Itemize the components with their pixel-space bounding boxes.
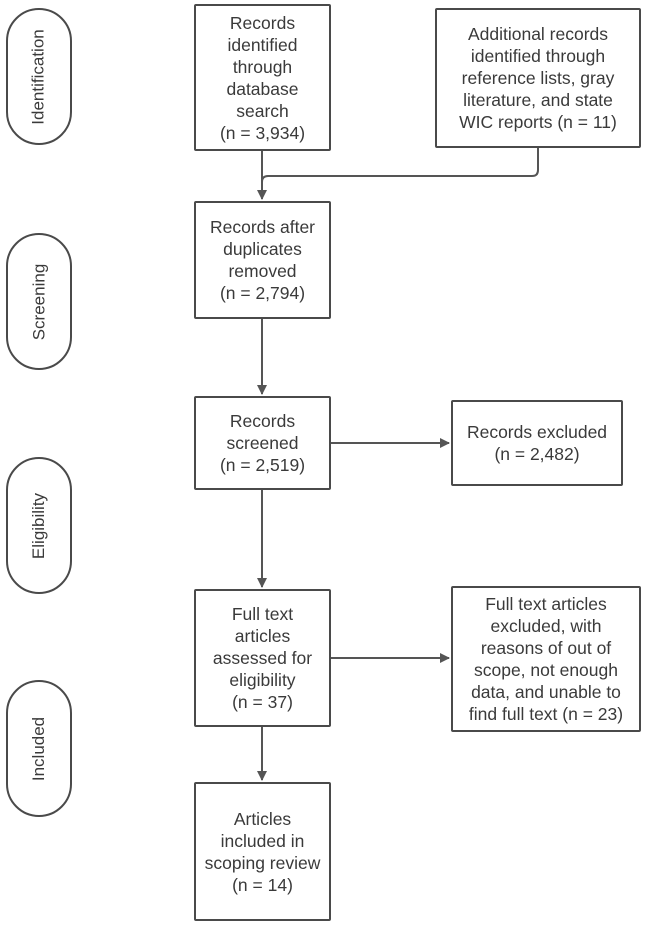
box-count: WIC reports (n = 11)	[459, 112, 617, 132]
box-count: find full text (n = 23)	[468, 704, 624, 724]
box-count: (n = 2,482)	[494, 444, 580, 464]
box-count: (n = 37)	[232, 692, 293, 712]
phase-screening: Screening	[6, 233, 72, 370]
box-text-line: Full text articles	[485, 594, 607, 614]
box-text-line: identified	[227, 34, 298, 55]
phase-eligibility-label: Eligibility	[29, 492, 49, 559]
box-text-line: database	[226, 78, 299, 99]
box-text-line: removed	[228, 261, 297, 281]
box-text-line: Records after	[209, 217, 316, 237]
box-records-identified-database: Records identified through database sear…	[194, 4, 331, 151]
box-text-line: assessed for	[212, 648, 313, 668]
box-records-screened: Records screened (n = 2,519)	[194, 396, 331, 490]
box-text-line: screened	[226, 433, 299, 453]
box-count: (n = 2,794)	[219, 283, 306, 303]
phase-identification-label: Identification	[29, 28, 49, 125]
box-text-line: Additional records	[467, 24, 609, 44]
arrow-additional-to-duplicates	[261, 148, 539, 183]
box-text-line: Full text	[231, 604, 294, 624]
box-duplicates-removed: Records after duplicates removed (n = 2,…	[194, 201, 331, 319]
box-text-line: included in	[220, 830, 305, 851]
box-text-line: excluded, with	[490, 616, 602, 636]
box-full-text-excluded: Full text articles excluded, with reason…	[451, 586, 641, 732]
box-text-line: reasons of out of	[480, 638, 612, 658]
box-additional-records: Additional records identified through re…	[435, 8, 641, 148]
box-text-line: search	[236, 100, 289, 121]
box-count: (n = 2,519)	[219, 455, 306, 475]
box-records-excluded: Records excluded (n = 2,482)	[451, 400, 623, 486]
phase-screening-label: Screening	[29, 263, 48, 340]
box-text-line: reference lists, gray	[461, 68, 615, 88]
box-articles-included: Articles included in scoping review (n =…	[194, 782, 331, 921]
box-text-line: Records	[229, 411, 296, 431]
phase-included-label: Included	[29, 716, 48, 781]
phase-identification: Identification	[6, 8, 72, 145]
box-text-line: eligibility	[229, 670, 296, 690]
box-text-line: scoping review	[204, 852, 321, 873]
box-text-line: data, and unable to	[471, 682, 621, 702]
box-full-text-assessed: Full text articles assessed for eligibil…	[194, 589, 331, 727]
phase-included: Included	[6, 680, 72, 817]
box-text-line: literature, and state	[463, 90, 613, 110]
phase-eligibility: Eligibility	[6, 457, 72, 594]
box-count: (n = 14)	[232, 874, 293, 895]
box-text-line: articles	[234, 626, 291, 646]
box-text-line: through	[232, 56, 293, 77]
box-text-line: Articles	[233, 808, 292, 829]
box-text-line: Records	[229, 12, 296, 33]
box-count: (n = 3,934)	[219, 122, 306, 143]
box-text-line: scope, not enough	[473, 660, 618, 680]
box-text-line: identified through	[470, 46, 606, 66]
box-text-line: Records excluded	[466, 422, 608, 442]
box-text-line: duplicates	[223, 239, 302, 259]
